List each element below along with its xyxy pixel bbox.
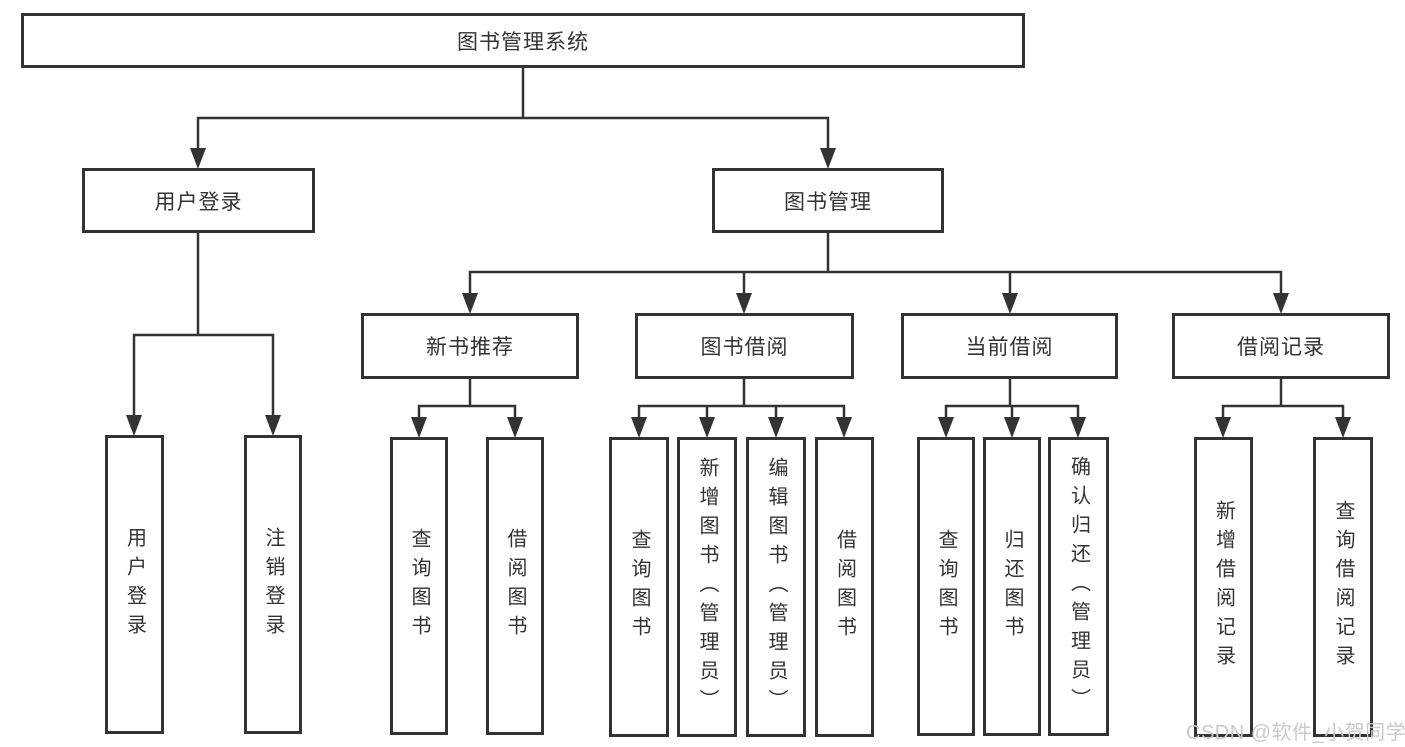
node-new-book-recommendation: 新书推荐: [361, 313, 579, 379]
leaf-return-books: 归还图书: [983, 437, 1041, 736]
arrowhead: [1004, 417, 1020, 438]
connector-path: [132, 66, 1345, 420]
arrowhead: [938, 417, 954, 438]
node-book-borrowing: 图书借阅: [635, 313, 854, 379]
node-book-management: 图书管理: [712, 168, 944, 233]
arrowhead: [462, 293, 478, 314]
arrowhead: [190, 148, 206, 169]
arrowhead: [836, 417, 852, 438]
arrowheads: [126, 148, 1351, 438]
arrowhead: [631, 417, 647, 438]
node-current-borrowing: 当前借阅: [901, 313, 1118, 379]
node-user-login: 用户登录: [82, 168, 315, 233]
leaf-query-books-current: 查询图书: [917, 437, 975, 736]
leaf-add-book-admin: 新增图书（管理员）: [677, 437, 737, 737]
arrowhead: [768, 417, 784, 438]
node-borrowing-records: 借阅记录: [1172, 313, 1390, 379]
leaf-borrow-books-recommend: 借阅图书: [486, 437, 544, 735]
arrowhead: [507, 417, 523, 438]
leaf-edit-book-admin: 编辑图书（管理员）: [746, 437, 806, 737]
arrowhead: [1070, 417, 1086, 438]
leaf-user-login: 用户登录: [105, 435, 164, 734]
node-library-management-system: 图书管理系统: [21, 13, 1025, 68]
arrowhead: [265, 415, 281, 436]
arrowhead: [1273, 293, 1289, 314]
leaf-confirm-return-admin: 确认归还（管理员）: [1048, 437, 1109, 736]
leaf-borrow-books: 借阅图书: [815, 437, 874, 737]
leaf-logout: 注销登录: [244, 435, 302, 734]
leaf-query-borrow-record: 查询借阅记录: [1313, 437, 1373, 737]
leaf-query-books-borrow: 查询图书: [609, 437, 669, 737]
arrowhead: [820, 148, 836, 169]
arrowhead: [1002, 293, 1018, 314]
arrowhead: [411, 417, 427, 438]
watermark: CSDN @软件_小贺同学: [1186, 722, 1405, 744]
arrowhead: [1215, 417, 1231, 438]
arrowhead: [699, 417, 715, 438]
arrowhead: [736, 293, 752, 314]
arrowhead: [126, 415, 142, 436]
arrowhead: [1335, 417, 1351, 438]
leaf-query-books-recommend: 查询图书: [390, 437, 448, 735]
leaf-add-borrow-record: 新增借阅记录: [1194, 437, 1253, 737]
